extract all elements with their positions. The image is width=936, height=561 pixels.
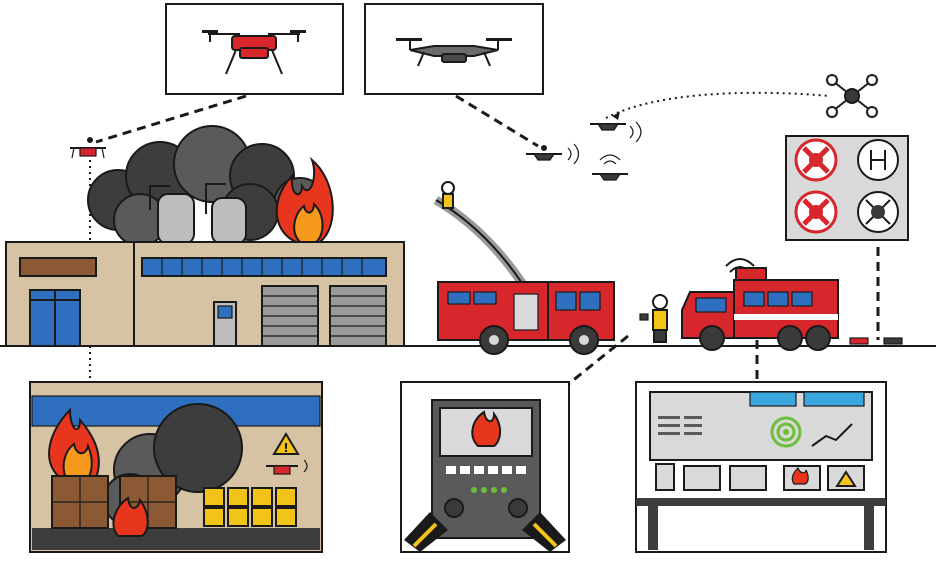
small-red-drone-icon xyxy=(70,137,106,159)
small-grey-drone-3-icon xyxy=(592,154,628,181)
wifi-signal-icon xyxy=(567,143,580,165)
storage-tanks xyxy=(149,183,247,245)
dock-pad-2 xyxy=(794,190,838,234)
screen-text-lines xyxy=(658,416,702,435)
dock-pad-helipad-icon xyxy=(857,139,899,181)
window-strip xyxy=(141,257,387,277)
monitor-fire-icon xyxy=(791,466,809,485)
red-drone-icon xyxy=(202,30,306,75)
x-drone-icon xyxy=(826,74,878,118)
small-fire-icon xyxy=(112,496,149,537)
ladder-fire-truck xyxy=(433,181,615,355)
roof-fire-icon xyxy=(275,156,334,243)
monitor-warning-icon xyxy=(835,470,857,487)
drone-docking-station xyxy=(785,135,909,241)
dock-pad-1 xyxy=(794,138,838,182)
entrance-door xyxy=(29,289,81,347)
panel-control-room xyxy=(635,381,887,553)
right-joystick xyxy=(508,498,528,518)
interior-drone-icon xyxy=(266,459,308,475)
connector-controller xyxy=(565,334,629,388)
controller-screen-fire-icon xyxy=(471,410,501,447)
small-grey-drone-1-icon xyxy=(526,143,580,165)
zoom-box-red-drone xyxy=(165,3,344,95)
crate-stack-1 xyxy=(51,475,109,529)
wifi-signal-icon xyxy=(599,154,621,165)
desk-surface xyxy=(636,498,886,506)
firefighter-on-ladder xyxy=(441,181,455,209)
barrel-stack xyxy=(203,487,297,527)
desk-phone-icon xyxy=(655,463,675,491)
panel-handheld-controller xyxy=(400,381,570,553)
radar-chart-icon xyxy=(770,416,802,448)
line-chart-icon xyxy=(811,423,853,447)
firefighter-with-controller xyxy=(639,294,668,343)
flight-path xyxy=(605,91,831,119)
small-grey-drone-2-icon xyxy=(590,121,642,143)
grey-drone-icon xyxy=(396,38,512,67)
controller-keypad xyxy=(446,466,526,493)
desk-monitors xyxy=(683,465,865,491)
svg-text:!: ! xyxy=(283,441,288,455)
zoom-box-grey-drone xyxy=(364,3,544,95)
connector-red-drone xyxy=(95,94,247,144)
warehouse-building xyxy=(5,241,405,347)
panel-warehouse-interior: ! xyxy=(29,381,323,553)
command-vehicle xyxy=(681,258,839,351)
company-sign xyxy=(19,257,97,277)
flight-path-arrow xyxy=(612,112,620,120)
dock-pad-3 xyxy=(857,191,899,233)
connector-grey-drone xyxy=(455,94,539,148)
wifi-signal-icon xyxy=(629,121,642,143)
warning-icon: ! xyxy=(272,432,300,455)
left-joystick xyxy=(444,498,464,518)
landed-drones xyxy=(849,337,903,345)
roller-door-2 xyxy=(329,285,387,347)
roller-door-1 xyxy=(261,285,319,347)
interior-fire-icon xyxy=(48,407,100,479)
